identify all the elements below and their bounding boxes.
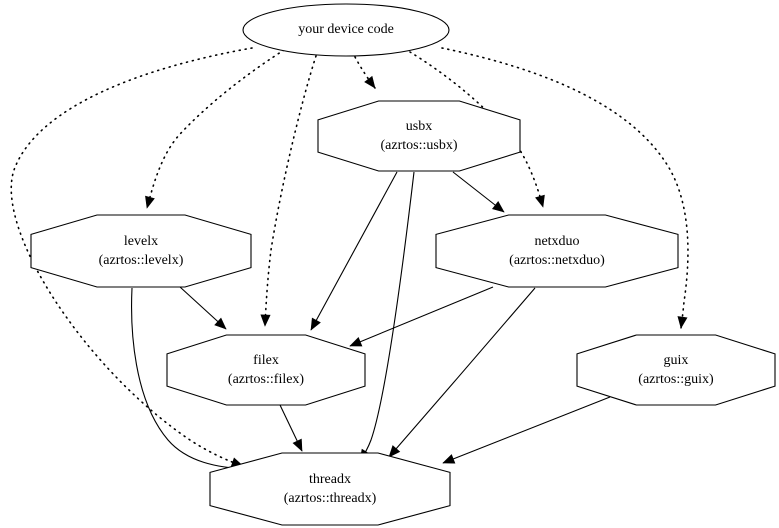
edge-line	[359, 171, 415, 462]
node-threadx[interactable]: threadx(azrtos::threadx)	[209, 452, 451, 526]
edge-device-to-netxduo	[409, 51, 545, 208]
arrowhead-icon	[310, 317, 321, 331]
arrowhead-icon	[442, 454, 456, 464]
edge-guix-to-threadx	[442, 396, 611, 464]
node-device[interactable]: your device code	[242, 3, 450, 57]
edge-line	[388, 287, 536, 458]
node-label-secondary: (azrtos::usbx)	[381, 138, 458, 153]
edge-usbx-to-threadx	[359, 171, 415, 462]
edge-levelx-to-filex	[179, 286, 227, 330]
arrowhead-icon	[388, 445, 401, 458]
edge-line	[354, 56, 376, 89]
arrowhead-icon	[260, 314, 271, 327]
node-filex[interactable]: filex(azrtos::filex)	[166, 334, 366, 406]
edge-filex-to-threadx	[279, 404, 303, 452]
node-shape-octagon	[576, 334, 776, 406]
edge-device-to-usbx	[354, 56, 376, 89]
node-shape-octagon	[317, 100, 521, 172]
node-label-primary: filex	[253, 353, 279, 368]
arrowhead-icon	[677, 316, 688, 329]
edge-device-to-filex	[260, 55, 317, 327]
node-label-primary: levelx	[124, 234, 158, 249]
arrowhead-icon	[145, 195, 155, 209]
node-shape-octagon	[435, 214, 679, 288]
edge-line	[146, 49, 285, 209]
node-shape-octagon	[209, 452, 451, 526]
edge-device-to-guix	[441, 47, 689, 329]
node-label-secondary: (azrtos::levelx)	[99, 253, 184, 268]
node-label-secondary: (azrtos::threadx)	[284, 491, 377, 506]
node-label-primary: netxduo	[534, 234, 579, 249]
node-label-primary: threadx	[309, 472, 351, 487]
node-guix[interactable]: guix(azrtos::guix)	[576, 334, 776, 406]
arrowhead-icon	[491, 201, 505, 213]
node-label-primary: usbx	[406, 119, 432, 134]
node-shape-octagon	[30, 214, 252, 288]
arrowhead-icon	[364, 75, 376, 89]
edge-line	[310, 171, 398, 331]
edge-layer	[10, 47, 689, 474]
node-label-secondary: (azrtos::filex)	[228, 372, 305, 387]
edge-line	[349, 286, 494, 347]
arrowhead-icon	[535, 194, 545, 208]
edge-usbx-to-filex	[310, 171, 398, 331]
node-netxduo[interactable]: netxduo(azrtos::netxduo)	[435, 214, 679, 288]
node-label-primary: guix	[664, 353, 689, 368]
edge-line	[442, 396, 611, 464]
arrowhead-icon	[292, 438, 303, 452]
node-label-secondary: (azrtos::netxduo)	[509, 253, 605, 268]
edge-line	[131, 287, 249, 470]
edge-line	[10, 47, 253, 467]
node-layer: your device codeusbx(azrtos::usbx)levelx…	[30, 3, 776, 526]
edge-device-to-levelx	[145, 49, 285, 209]
node-levelx[interactable]: levelx(azrtos::levelx)	[30, 214, 252, 288]
arrowhead-icon	[349, 337, 363, 347]
node-label-primary: your device code	[298, 22, 394, 37]
edge-line	[441, 47, 689, 329]
arrowhead-icon	[214, 317, 227, 330]
edge-line	[264, 55, 317, 327]
node-usbx[interactable]: usbx(azrtos::usbx)	[317, 100, 521, 172]
edge-netxduo-to-threadx	[388, 287, 536, 458]
node-label-secondary: (azrtos::guix)	[638, 372, 714, 387]
edge-usbx-to-netxduo	[452, 171, 505, 213]
edge-netxduo-to-filex	[349, 286, 494, 347]
node-shape-octagon	[166, 334, 366, 406]
node-shape-ellipse	[242, 3, 450, 57]
